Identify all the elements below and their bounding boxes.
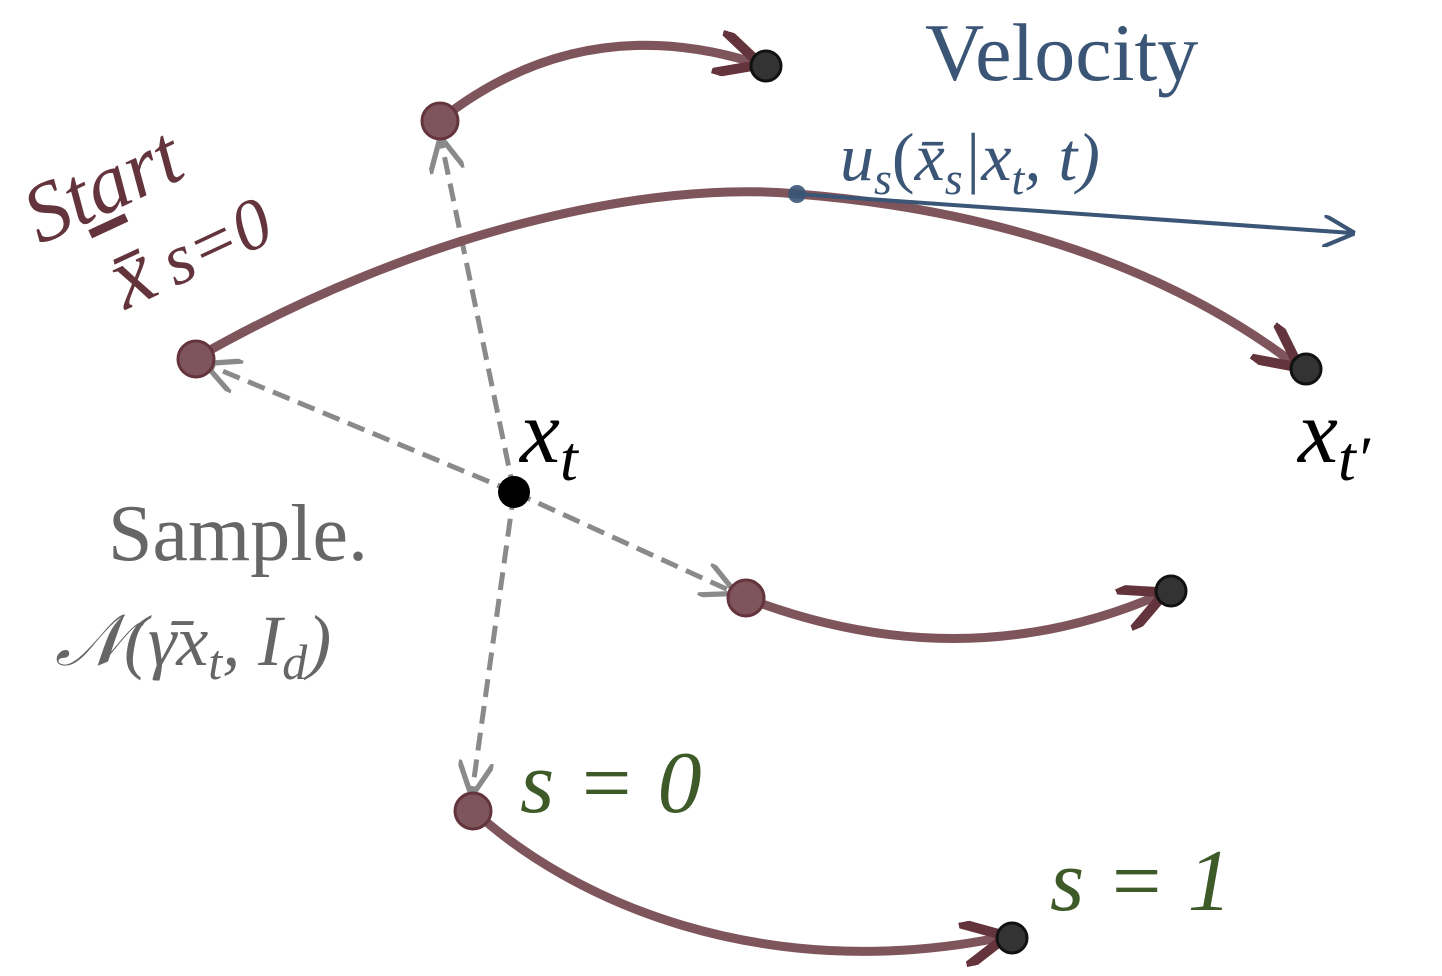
start-point xyxy=(453,791,493,831)
velocity-formula: us(x̄s|xt, t) xyxy=(840,119,1100,204)
sample-arrow-top xyxy=(441,140,517,493)
start-point xyxy=(176,339,216,379)
sample-arrow-bottom xyxy=(472,491,517,793)
start-points xyxy=(176,101,766,831)
sample-arrow-right xyxy=(512,489,733,592)
velocity-arrow xyxy=(796,192,1352,233)
sample-label: Sample. xyxy=(108,490,368,578)
end-point xyxy=(1154,574,1188,608)
end-points xyxy=(749,49,1323,955)
velocity-point xyxy=(788,185,806,203)
xt-point xyxy=(498,476,530,508)
velocity-label: Velocity xyxy=(925,7,1198,98)
sample-arrows xyxy=(208,140,733,793)
trajectory-bottom xyxy=(468,805,998,951)
start-point xyxy=(726,578,766,618)
end-point xyxy=(1289,352,1323,386)
xt-label: xt xyxy=(518,383,580,494)
end-point xyxy=(995,921,1029,955)
sample-distribution: 𝒩(γ̄xt, Id) xyxy=(55,601,331,690)
end-point xyxy=(749,49,783,83)
trajectory-middle xyxy=(741,596,1157,643)
s0-label: s = 0 xyxy=(520,735,702,832)
start-point xyxy=(420,101,460,141)
sample-arrow-start xyxy=(208,365,515,495)
trajectory-top xyxy=(435,45,752,125)
xt-prime-label: xt′ xyxy=(1296,383,1371,494)
s1-label: s = 1 xyxy=(1050,833,1232,930)
